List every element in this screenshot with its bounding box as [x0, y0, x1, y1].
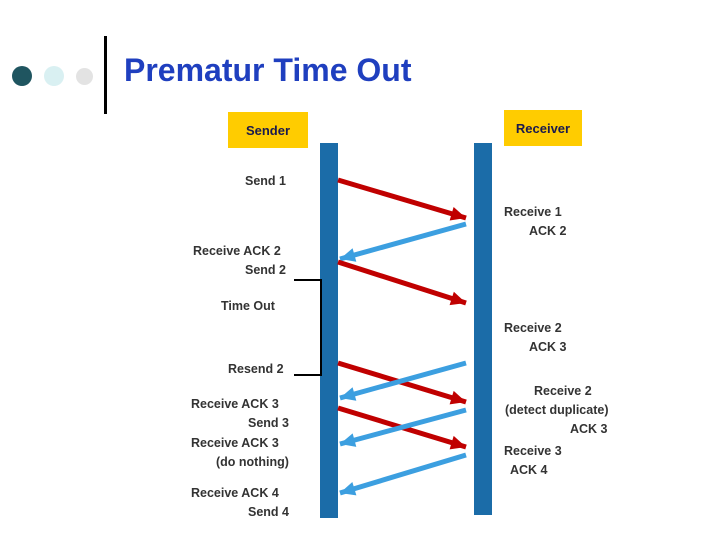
- label-receive-ack-3: Receive ACK 3: [191, 397, 279, 411]
- bullet-light-icon: [44, 66, 64, 86]
- receiver-timeline: [474, 143, 492, 515]
- label-ack-4: ACK 4: [510, 463, 548, 477]
- sender-timeline: [320, 143, 338, 518]
- receiver-header: Receiver: [504, 110, 582, 146]
- label-receive-ack-2: Receive ACK 2: [193, 244, 281, 258]
- label-receive-ack-4: Receive ACK 4: [191, 486, 279, 500]
- label-send-4: Send 4: [248, 505, 289, 519]
- arrow-data-2: [337, 259, 467, 306]
- label-receive-ack-3-dup: Receive ACK 3: [191, 436, 279, 450]
- arrow-ack-3-dup: [339, 407, 467, 447]
- label-send-1: Send 1: [245, 174, 286, 188]
- timeout-bracket: [294, 279, 322, 376]
- label-send-2: Send 2: [245, 263, 286, 277]
- label-ack-3: ACK 3: [529, 340, 567, 354]
- label-detect-duplicate: (detect duplicate): [505, 403, 609, 417]
- bullet-pale-icon: [76, 68, 93, 85]
- arrow-ack-2: [339, 221, 467, 262]
- label-receive-3: Receive 3: [504, 444, 562, 458]
- arrow-data-3: [337, 405, 467, 450]
- arrow-data-resend-2: [337, 360, 467, 405]
- page-title: Prematur Time Out: [124, 52, 412, 88]
- label-time-out: Time Out: [221, 299, 275, 313]
- bullet-dark-icon: [12, 66, 32, 86]
- label-receive-2: Receive 2: [504, 321, 562, 335]
- arrow-data-1: [337, 177, 467, 221]
- label-receive-2-dup: Receive 2: [534, 384, 592, 398]
- label-receive-1: Receive 1: [504, 205, 562, 219]
- arrow-ack-3: [339, 360, 467, 401]
- sender-header: Sender: [228, 112, 308, 148]
- label-ack-3-dup: ACK 3: [570, 422, 608, 436]
- label-do-nothing: (do nothing): [216, 455, 289, 469]
- label-send-3: Send 3: [248, 416, 289, 430]
- label-resend-2: Resend 2: [228, 362, 284, 376]
- arrow-ack-4: [339, 452, 467, 496]
- label-ack-2: ACK 2: [529, 224, 567, 238]
- title-divider: [104, 36, 107, 114]
